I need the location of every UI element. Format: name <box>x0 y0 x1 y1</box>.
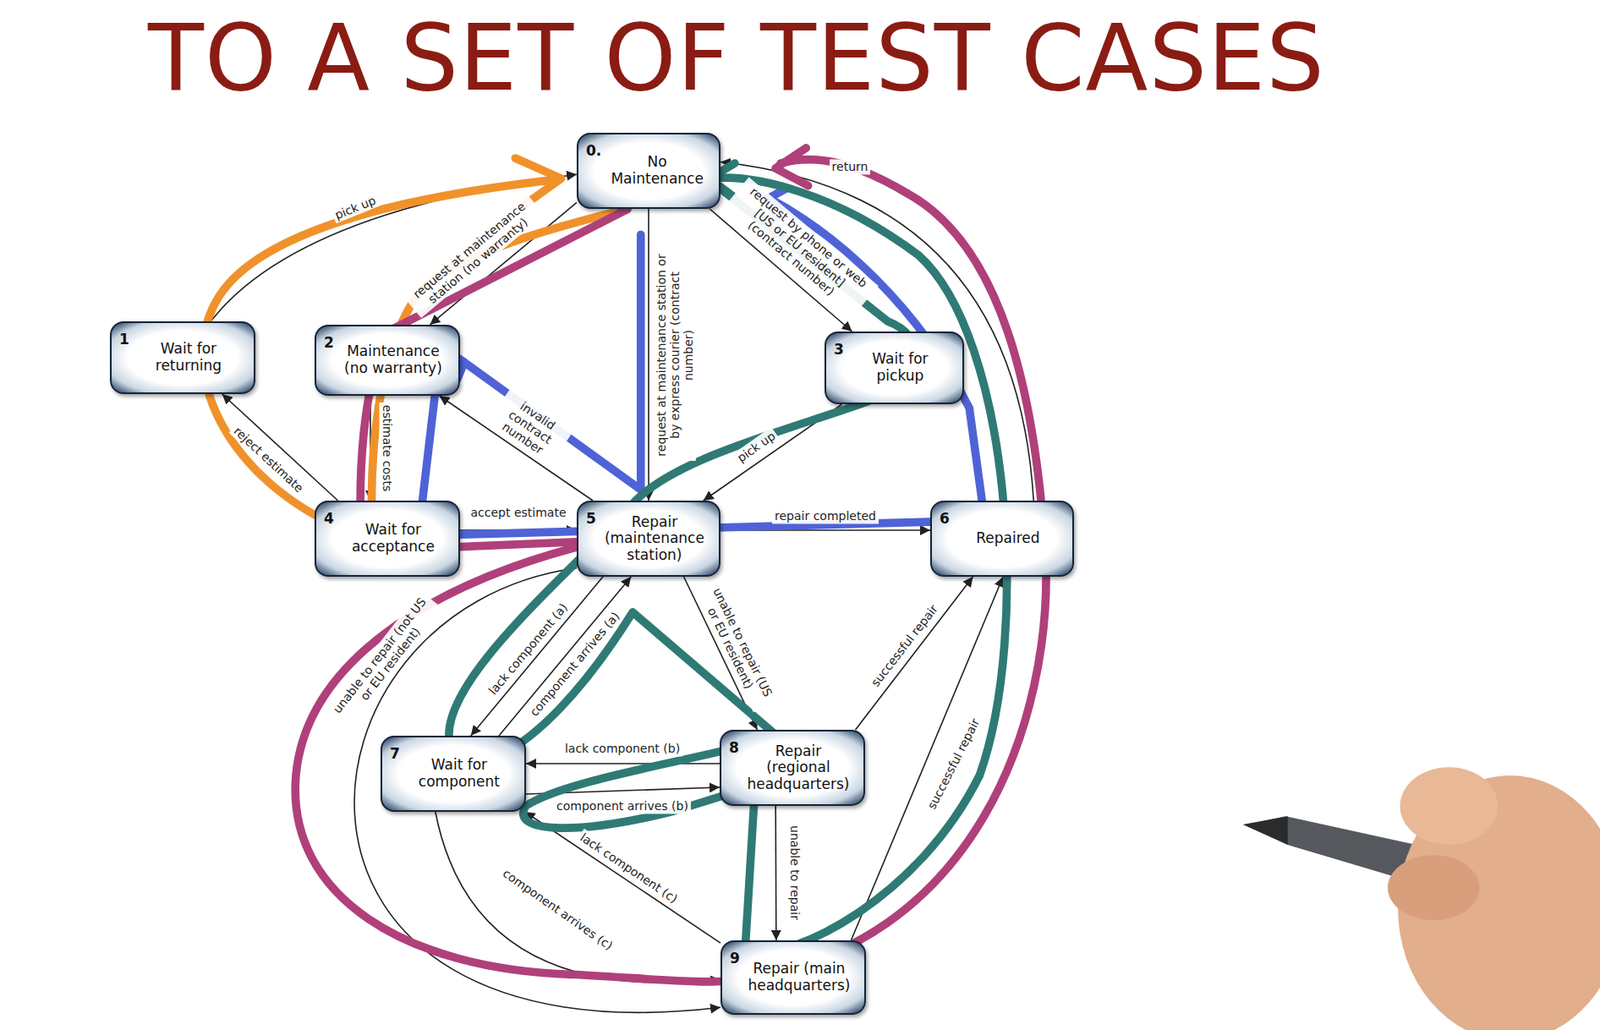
state-name: Wait for returning <box>133 340 244 374</box>
transition-arrow <box>647 208 650 501</box>
test-path <box>449 177 1008 954</box>
transition-label: accept estimate <box>467 504 569 521</box>
state-box: 6Repaired <box>930 500 1074 577</box>
state-box: 0.No Maintenance <box>576 132 721 209</box>
state-box: 9Repair (main headquarters) <box>720 940 866 1015</box>
label-anchor: lack component (c) <box>571 825 686 910</box>
transition-label: lack component (b) <box>562 740 683 757</box>
label-anchor: invalid contract number <box>487 388 575 466</box>
label-anchor: unable to repair <box>786 813 803 932</box>
transition-arrow <box>774 805 777 941</box>
state-number: 9 <box>729 949 740 967</box>
transition-label: lack component (c) <box>575 827 683 908</box>
state-box: 2Maintenance (no warranty) <box>314 324 461 396</box>
label-anchor: estimate costs <box>378 397 395 499</box>
label-anchor: unable to repair (US or EU resident) <box>694 578 780 713</box>
label-anchor: component arrives (a) <box>521 603 627 725</box>
transition-label: unable to repair <box>786 822 802 923</box>
state-number: 2 <box>323 334 335 351</box>
transition-label: component arrives (c) <box>498 864 619 955</box>
transition-label: successful repair <box>865 599 943 692</box>
state-box: 3Wait for pickup <box>824 331 965 405</box>
transition-label: component arrives (b) <box>553 798 691 814</box>
label-anchor: repair completed <box>761 507 889 524</box>
state-name: Maintenance (no warranty) <box>338 343 449 377</box>
transition-arrow <box>435 811 721 983</box>
state-name: Wait for pickup <box>848 350 953 384</box>
label-anchor: component arrives (b) <box>537 797 707 814</box>
transition-arrow <box>210 174 577 322</box>
state-box: 8Repair (regional headquarters) <box>719 729 866 806</box>
transition-label: request by phone or web [US or EU reside… <box>721 176 879 318</box>
transition-label: pick up <box>732 427 781 467</box>
transition-label: request at maintenance station (no warra… <box>402 192 545 318</box>
label-anchor: accept estimate <box>463 504 574 521</box>
transition-label: estimate costs <box>378 402 395 494</box>
transition-label: return <box>829 158 872 175</box>
state-name: Repair (maintenance station) <box>600 514 709 565</box>
label-anchor: successful repair <box>916 703 989 824</box>
state-box: 1Wait for returning <box>109 321 256 395</box>
state-number: 5 <box>586 509 597 527</box>
state-name: Repair (regional headquarters) <box>743 743 854 794</box>
label-anchor: reject estimate <box>223 416 315 504</box>
state-number: 4 <box>323 509 335 527</box>
transition-label: unable to repair (not US or EU resident) <box>326 591 444 729</box>
state-name: Wait for acceptance <box>338 521 449 555</box>
state-number: 1 <box>119 330 130 348</box>
diagram-title: TO A SET OF TEST CASES <box>147 10 1326 106</box>
transition-label: unable to repair (US or EU resident) <box>694 578 780 713</box>
label-anchor: successful repair <box>858 590 949 701</box>
state-name: Repaired <box>953 530 1063 548</box>
test-path <box>775 147 809 187</box>
state-number: 7 <box>389 745 400 762</box>
finger <box>1399 767 1498 845</box>
label-anchor: request at maintenance station (no warra… <box>402 192 545 318</box>
label-anchor: lack component (b) <box>550 739 695 757</box>
state-name: No Maintenance <box>605 153 709 187</box>
title-anchor: TO A SET OF TEST CASES <box>147 10 1326 106</box>
state-box: 4Wait for acceptance <box>314 500 461 577</box>
label-anchor: request by phone or web [US or EU reside… <box>721 176 879 318</box>
label-anchor: request at maintenance station or by exp… <box>653 249 696 461</box>
transition-arrow <box>720 161 1034 501</box>
transition-label: request at maintenance station or by exp… <box>653 249 696 461</box>
finger <box>1387 854 1480 921</box>
transition-arrow <box>855 576 974 730</box>
label-anchor: return <box>820 158 880 175</box>
state-number: 3 <box>833 340 844 358</box>
state-name: Wait for component <box>404 756 515 790</box>
transition-label: successful repair <box>922 713 984 815</box>
label-anchor: unable to repair (not US or EU resident) <box>326 591 444 729</box>
transition-arrow <box>526 762 720 765</box>
state-box: 7Wait for component <box>380 735 527 812</box>
test-path <box>418 198 986 536</box>
state-number: 0. <box>586 142 602 159</box>
test-path <box>202 179 557 531</box>
transition-label: repair completed <box>772 508 879 524</box>
state-box: 5Repair (maintenance station) <box>576 500 721 577</box>
state-number: 8 <box>728 739 740 757</box>
transition-label: invalid contract number <box>487 388 575 466</box>
pen-tip <box>1243 816 1288 845</box>
state-number: 6 <box>939 509 950 527</box>
state-name: Repair (main headquarters) <box>744 960 855 994</box>
label-anchor: component arrives (c) <box>491 859 625 960</box>
